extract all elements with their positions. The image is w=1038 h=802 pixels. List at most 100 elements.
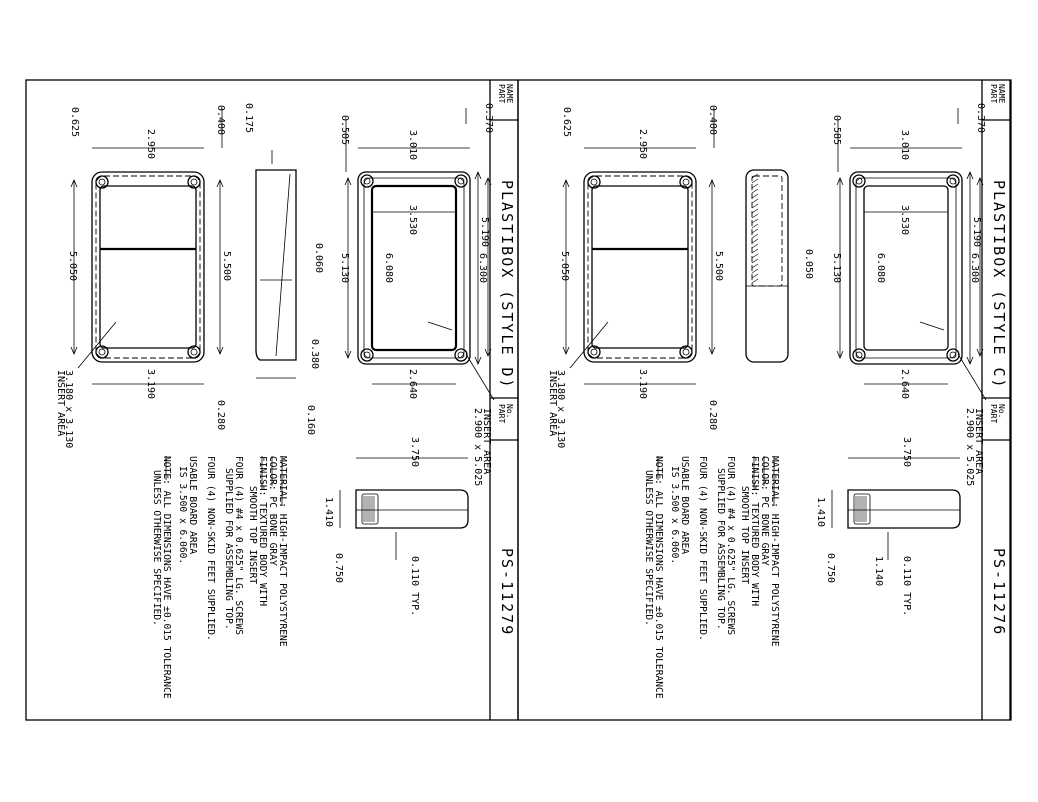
dimension-base-w: 2.950 — [637, 129, 648, 159]
dimension-insert-area: INSERT AREA — [481, 408, 492, 474]
lid-rim — [363, 177, 465, 359]
hatch-line — [751, 193, 759, 199]
dimension-end-w: 3.750 — [409, 437, 420, 467]
hatch-line — [751, 253, 759, 259]
leader-line — [919, 321, 945, 331]
screw-hole — [98, 178, 106, 186]
hatch-line — [751, 203, 759, 209]
part-name: PLASTIBOX (STYLE C) — [990, 180, 1008, 390]
spec-note: FOUR (4) NON-SKID FEET SUPPLIED. — [697, 456, 708, 641]
dimension-side-bottom: 0.380 — [309, 339, 320, 369]
spec-note: IS 3.500 x 6.060. — [669, 466, 680, 564]
screw-hole — [682, 178, 690, 186]
dimension-base-inner: 5.050 — [67, 251, 78, 281]
base-outline — [91, 171, 205, 363]
part-name-label: PART — [497, 84, 506, 103]
screw-hole — [190, 178, 198, 186]
part-no-label: No. — [505, 404, 514, 418]
screw-boss — [587, 175, 601, 189]
hatch-line — [751, 258, 759, 264]
spec-note: IS 3.500 x 6.060. — [177, 466, 188, 564]
spec-note: COLOR: PC BONE GRAY — [267, 456, 278, 566]
spec-note: FINISH: TEXTURED BODY WITH — [257, 456, 268, 606]
part-no-label: PART — [497, 404, 506, 423]
screw-hole — [98, 348, 106, 356]
lid-outline — [357, 171, 471, 365]
screw-hole — [190, 348, 198, 356]
side-profile-outline — [255, 169, 297, 361]
lid-insert-outline — [370, 184, 458, 352]
arrowhead — [70, 178, 78, 188]
arrowhead — [216, 346, 224, 356]
spec-note: USABLE BOARD AREA — [679, 456, 690, 554]
part-number: PS-11279 — [498, 548, 516, 636]
spec-note: MATERIAL: HIGH-IMPACT POLYSTYRENE — [769, 456, 780, 647]
hatch-line — [751, 273, 759, 279]
side-profile-taper — [275, 173, 291, 357]
dimension-insert-area: 2.900 x 5.025 — [472, 408, 483, 486]
dimension-base-insert: INSERT AREA — [55, 370, 66, 436]
dimension-base-insert: 3.180 x 3.130 — [63, 370, 74, 448]
dimension-base-h: 5.500 — [713, 251, 724, 281]
arrowhead — [836, 350, 844, 360]
screw-hole — [855, 351, 863, 359]
base-outline — [583, 171, 697, 363]
screw-hole — [949, 177, 957, 185]
dimension-lid-inner-h: 3.530 — [899, 205, 910, 235]
screw-boss — [454, 174, 468, 188]
leader-line — [77, 321, 117, 369]
dimension-lid-w-inner: 6.080 — [383, 253, 394, 283]
dimension-lid-w-outer: 6.300 — [969, 253, 980, 283]
dimension-insert-area: INSERT AREA — [973, 408, 984, 474]
arrowhead — [708, 346, 716, 356]
screw-hole — [457, 177, 465, 185]
spec-note: MATERIAL: HIGH-IMPACT POLYSTYRENE — [277, 456, 288, 647]
dimension-lid-inner-h: 3.530 — [407, 205, 418, 235]
screw-hole — [682, 348, 690, 356]
dimension-base-top: 0.400 — [215, 105, 226, 135]
screw-boss — [95, 345, 109, 359]
spec-note: UNLESS OTHERWISE SPECIFIED. — [151, 470, 162, 626]
dimension-base-corner: 0.625 — [69, 107, 80, 137]
side-profile-hatch — [751, 175, 783, 287]
screw-boss — [360, 348, 374, 362]
dimension-top-gap: 0.370 — [975, 103, 986, 133]
spec-note: NOTE: ALL DIMENSIONS HAVE ±0.015 TOLERAN… — [653, 456, 664, 699]
dimension-top-gap: 0.370 — [483, 103, 494, 133]
screw-boss — [95, 175, 109, 189]
dimension-lid-w-mid: 5.190 — [971, 217, 982, 247]
screw-boss — [679, 345, 693, 359]
dimension-lid-w-mid: 5.190 — [479, 217, 490, 247]
spec-note: NOTE: ALL DIMENSIONS HAVE ±0.015 TOLERAN… — [161, 456, 172, 699]
spec-note: UNLESS OTHERWISE SPECIFIED. — [643, 470, 654, 626]
leader-line — [957, 353, 987, 401]
dimension-end-h: 1.410 — [323, 497, 334, 527]
spec-note: SUPPLIED FOR ASSEMBLING TOP. — [223, 468, 234, 630]
hatch-line — [751, 278, 759, 284]
dimension-lid-corner: 0.585 — [831, 115, 842, 145]
dimension-base-low: 3.190 — [145, 369, 156, 399]
dimension-side-mid: 0.060 — [313, 243, 324, 273]
dimension-base-edge: 0.280 — [215, 400, 226, 430]
screw-hole — [590, 348, 598, 356]
hatch-line — [751, 263, 759, 269]
arrowhead — [562, 178, 570, 188]
dimension-lid-edge: 5.130 — [339, 253, 350, 283]
screw-boss — [946, 174, 960, 188]
screw-boss — [679, 175, 693, 189]
arrowhead — [708, 178, 716, 188]
screw-boss — [946, 348, 960, 362]
dimension-side-top: 0.175 — [243, 103, 254, 133]
spec-note: FOUR (4) NON-SKID FEET SUPPLIED. — [205, 456, 216, 641]
spec-note: SMOOTH TOP INSERT — [247, 486, 258, 584]
base-rim — [95, 175, 201, 359]
dimension-base-w: 2.950 — [145, 129, 156, 159]
hatch-line — [751, 223, 759, 229]
dimension-base-insert: INSERT AREA — [547, 370, 558, 436]
spec-note: FOUR (4) #4 x 0.625" LG. SCREWS — [233, 456, 244, 635]
arrowhead — [484, 348, 492, 358]
dimension-end-low: 0.750 — [825, 553, 836, 583]
